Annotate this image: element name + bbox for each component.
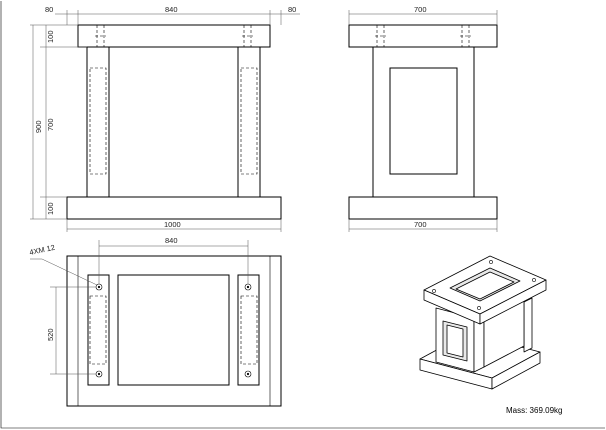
isometric-view (419, 255, 547, 390)
front-dim-top-thickness: 100 (46, 30, 55, 43)
iso-back-column (523, 297, 533, 353)
iso-bolt-hole-1 (489, 260, 493, 264)
top-dim-hole-spacing-y: 520 (46, 328, 55, 341)
hole-callout-leader (30, 258, 98, 286)
iso-top-opening-inner (455, 271, 515, 300)
bolt-hole-top-left-center (97, 285, 101, 289)
front-dim-base-width: 1000 (164, 220, 181, 229)
top-dim-extensions-y (50, 286, 96, 375)
iso-front-window-inner (446, 324, 464, 358)
front-bolt-hidden-right (242, 25, 253, 47)
iso-base-right-face (491, 351, 541, 390)
front-view: 80 840 80 100 900 700 100 1000 (30, 5, 300, 232)
front-dim-extensions-left (30, 24, 87, 220)
side-bolt-hidden-right (460, 25, 471, 54)
top-left-pad (87, 274, 110, 386)
bolt-hole-top-right-center (246, 285, 250, 289)
front-dim-total-height: 900 (34, 120, 43, 133)
side-dim-top-width: 700 (414, 5, 427, 14)
side-top-plate (348, 24, 498, 48)
top-dim-hole-spacing-x: 840 (165, 236, 178, 245)
top-right-slot-hidden (240, 295, 258, 365)
iso-bolt-hole-4 (477, 306, 481, 310)
side-bolt-hidden-left (375, 25, 386, 54)
top-dim-extensions-x (98, 240, 249, 284)
front-dim-extensions-top (66, 10, 282, 25)
front-top-plate (77, 24, 271, 48)
front-dim-column-height: 700 (46, 118, 55, 131)
front-dim-top-width: 840 (165, 5, 178, 14)
top-left-slot-hidden (89, 295, 107, 365)
front-left-slot-hidden (89, 67, 107, 175)
front-dim-base-thickness: 100 (46, 202, 55, 215)
top-dim-hole-label: 4XM 12 (29, 243, 56, 257)
front-bolt-hidden-left (95, 25, 106, 47)
front-dim-extensions-bottom (66, 219, 282, 232)
iso-bolt-hole-2 (432, 289, 436, 293)
top-right-pad (237, 274, 260, 386)
mass-label: Mass: 369.09kg (506, 406, 562, 415)
front-bolt-shafts (98, 47, 250, 54)
side-window (389, 67, 458, 175)
front-right-slot-hidden (240, 67, 258, 175)
bolt-hole-bottom-right-center (246, 372, 250, 376)
bolt-hole-bottom-left-center (97, 372, 101, 376)
top-center-opening (117, 274, 230, 386)
top-view: 840 4XM 12 520 (29, 236, 282, 407)
iso-top-right-face (479, 279, 547, 325)
side-dim-base-width: 700 (414, 220, 427, 229)
side-view: 700 700 (348, 5, 498, 232)
side-dim-extensions-top (348, 10, 498, 25)
front-dim-right-overhang: 80 (288, 5, 296, 14)
iso-bolt-hole-3 (532, 278, 536, 282)
front-dim-left-overhang: 80 (45, 5, 53, 14)
side-base-plate (348, 196, 498, 220)
top-plate-edges (77, 256, 271, 406)
side-dim-extensions-bottom (348, 219, 498, 232)
front-base-plate (66, 196, 282, 220)
